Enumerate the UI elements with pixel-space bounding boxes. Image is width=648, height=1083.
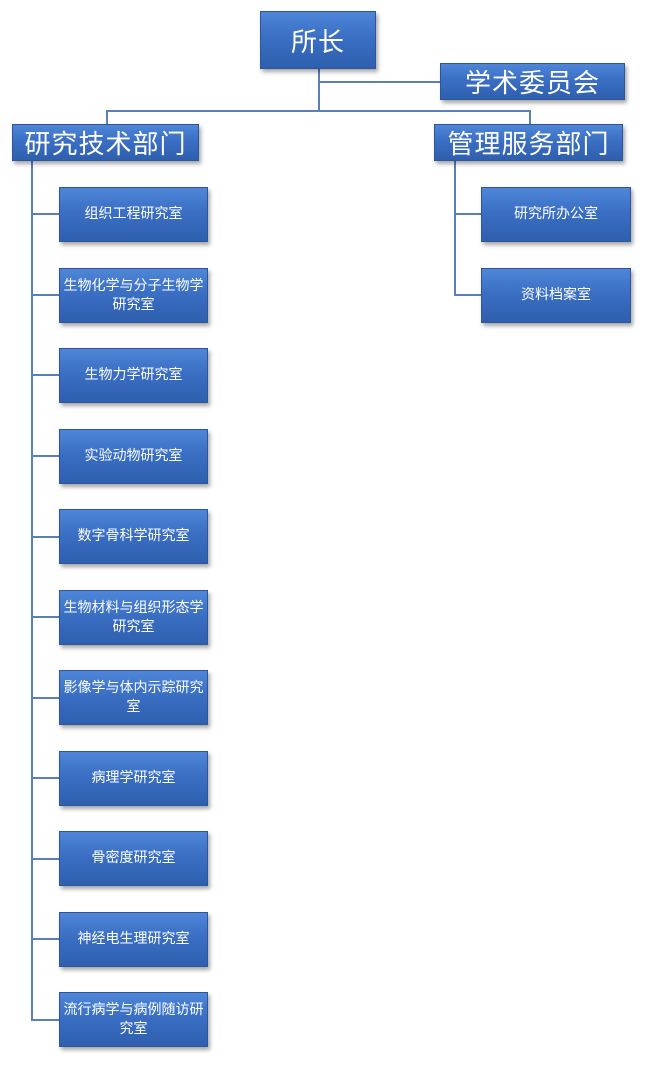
lab-box-lab-animals: 实验动物研究室	[59, 429, 208, 484]
research-branch	[31, 858, 59, 860]
lab-box-biochemistry: 生物化学与分子生物学研究室	[59, 268, 208, 323]
research-spine	[31, 161, 33, 1020]
research-branch	[31, 697, 59, 699]
research-branch	[31, 616, 59, 618]
admin-dept-box: 管理服务部门	[434, 124, 623, 161]
connector-committee	[319, 81, 441, 83]
research-branch	[31, 1019, 59, 1021]
connector-admin-drop	[529, 110, 531, 124]
lab-box-imaging: 影像学与体内示踪研究室	[59, 670, 208, 725]
connector-main-horizontal	[106, 110, 530, 112]
lab-box-tissue-engineering: 组织工程研究室	[59, 187, 208, 242]
research-branch	[31, 938, 59, 940]
lab-box-pathology: 病理学研究室	[59, 751, 208, 806]
lab-box-epidemiology: 流行病学与病例随访研究室	[59, 992, 208, 1047]
research-dept-box: 研究技术部门	[12, 124, 199, 161]
lab-box-neurophysiology: 神经电生理研究室	[59, 912, 208, 967]
admin-branch	[454, 294, 481, 296]
research-branch	[31, 455, 59, 457]
research-branch	[31, 294, 59, 296]
lab-box-digital-orthopedics: 数字骨科学研究室	[59, 509, 208, 564]
lab-box-bone-density: 骨密度研究室	[59, 831, 208, 886]
research-branch	[31, 777, 59, 779]
research-branch	[31, 374, 59, 376]
connector-research-drop	[106, 110, 108, 124]
office-box-archives: 资料档案室	[481, 268, 631, 323]
research-branch	[31, 536, 59, 538]
lab-box-biomaterials: 生物材料与组织形态学研究室	[59, 590, 208, 645]
admin-branch	[454, 213, 481, 215]
research-branch	[31, 213, 59, 215]
director-box: 所长	[260, 11, 376, 69]
connector-director-down	[318, 69, 320, 111]
lab-box-biomechanics: 生物力学研究室	[59, 348, 208, 403]
admin-spine	[454, 161, 456, 295]
committee-box: 学术委员会	[440, 63, 625, 100]
office-box-institute-office: 研究所办公室	[481, 187, 631, 242]
